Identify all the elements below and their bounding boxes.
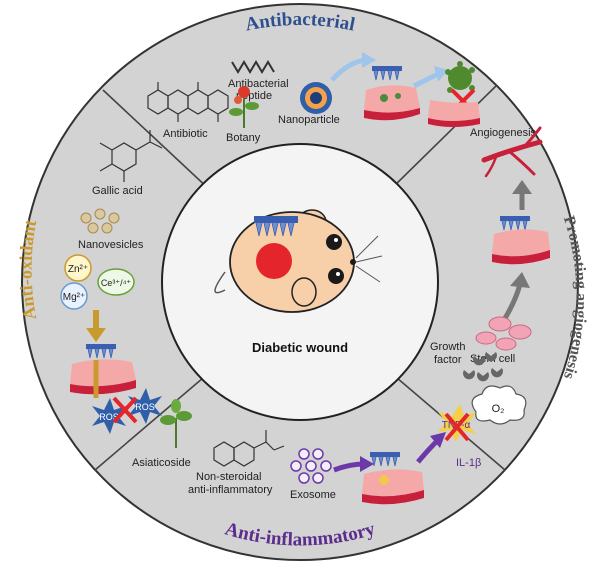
antibiotic-structure-icon: [147, 82, 229, 122]
mouse-tail: [214, 271, 226, 294]
bacteria-tissue: [428, 100, 480, 121]
botany-label: Botany: [226, 132, 261, 144]
zn-ion-label: Zn²⁺: [68, 264, 88, 275]
antibacterial-microneedle-tissue: [364, 66, 420, 121]
oxygen-cloud-icon: [471, 385, 527, 425]
botany-plant-icon: [229, 86, 259, 128]
ros-label-1: ROS: [99, 412, 119, 422]
gallic-acid-label: Gallic acid: [92, 185, 143, 197]
nanovesicles-label: Nanovesicles: [78, 239, 144, 251]
nanoparticle-label: Nanoparticle: [278, 114, 340, 126]
ros-burst-1: [92, 398, 126, 434]
ce-ion-circle: [97, 268, 135, 296]
nsaid-structure-icon: [213, 430, 285, 467]
antibacterial-arrow-2-head: [434, 66, 448, 82]
antibacterial-arrow-2: [412, 71, 440, 89]
ce-ion-label: Ce³⁺/⁴⁺: [101, 278, 132, 288]
center-microneedle-tips: [255, 222, 295, 237]
anti-inflammatory-arrow-2-head: [430, 432, 446, 448]
tnf-cross-icon: [444, 412, 470, 442]
bacteria-icon: [445, 61, 475, 93]
gallic-acid-structure-icon: [99, 130, 163, 182]
anti-inflammatory-arrow-1-head: [360, 456, 374, 472]
peptide-label-1: Antibacterial: [228, 78, 289, 90]
antibiotic-label: Antibiotic: [163, 128, 208, 140]
anti-oxidant-section: Gallic acid Nanovesicles Zn²⁺ Mg²⁺ Ce³⁺/…: [60, 130, 163, 434]
mouse-eye-1: [326, 234, 342, 250]
mouse-illustration: [214, 209, 383, 313]
angiogenesis-label: Angiogenesis: [470, 127, 537, 139]
divider-top-left: [102, 89, 211, 191]
oxygen-label: O₂: [492, 403, 505, 415]
angiogenesis-arrow-2-head: [510, 272, 530, 288]
anti-oxidant-microneedle-tissue: [70, 344, 136, 398]
nsaid-label-1: Non-steroidal: [196, 471, 261, 483]
growth-factor-label-2: factor: [434, 354, 462, 366]
mg-ion-circle: [60, 282, 88, 310]
exosome-icon: [290, 448, 332, 484]
ros-label-2: ROS: [135, 402, 155, 412]
angiogenesis-section: Angiogenesis Stem cell Growt: [430, 126, 550, 425]
angiogenesis-microneedle-tissue: [492, 216, 550, 265]
mg-ion-label: Mg²⁺: [63, 292, 86, 303]
nanovesicles-icon: [80, 208, 120, 234]
zn-ion-circle: [64, 254, 92, 282]
nanoparticle-icon: [300, 82, 332, 114]
blood-vessel-icon: [481, 126, 543, 178]
growth-factor-icon: [463, 352, 503, 382]
ros-cross-icon: [112, 396, 138, 424]
center-label: Diabetic wound: [252, 340, 348, 355]
peptide-icon: [231, 60, 275, 74]
mouse-eye-2: [328, 268, 344, 284]
center-microneedle-base: [254, 216, 298, 223]
wound-spot: [256, 243, 292, 279]
anti-inflammatory-microneedle-tissue: [362, 452, 424, 505]
asiaticoside-plant-icon: [160, 399, 192, 448]
ros-burst-2: [128, 388, 162, 424]
mouse-eye-2-shine: [336, 272, 340, 276]
divider-bottom-left: [94, 371, 211, 471]
tnf-burst: [438, 404, 476, 442]
antibacterial-section: Antibacterial peptide Antibiotic Botany …: [147, 52, 480, 144]
asiaticoside-label: Asiaticoside: [132, 457, 191, 469]
anti-oxidant-arrow-head: [86, 328, 106, 342]
antibacterial-arrow-1-head: [362, 52, 376, 68]
exosome-label: Exosome: [290, 489, 336, 501]
divider-top-right: [389, 84, 498, 191]
bacteria-tissue-blood: [428, 118, 480, 127]
mouse-eye-1-shine: [334, 238, 338, 242]
stem-cell-icon: [475, 316, 532, 351]
anti-inflammatory-section: Asiaticoside Non-steroidal anti-inflamma…: [132, 399, 481, 505]
mouse-whiskers: [355, 235, 383, 283]
mouse-nose: [350, 259, 356, 265]
il-label: IL-1β: [456, 457, 481, 469]
angiogenesis-arrow-1-head: [512, 180, 532, 194]
nsaid-label-2: anti-inflammatory: [188, 484, 273, 496]
mouse-ear-bottom: [291, 277, 317, 307]
growth-factor-label-1: Growth: [430, 341, 465, 353]
